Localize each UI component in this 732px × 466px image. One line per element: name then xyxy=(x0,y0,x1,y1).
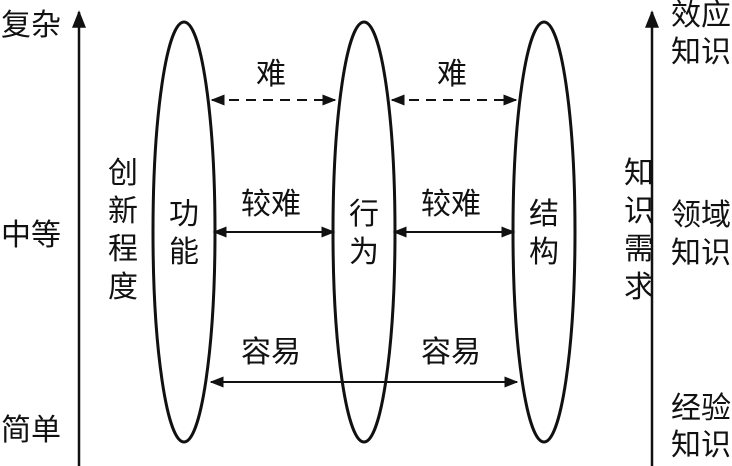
node-structure-label: 结构 xyxy=(529,197,559,270)
right-axis-title: 知识需求 xyxy=(624,156,654,305)
right-level-domain-2: 知识 xyxy=(671,236,731,271)
left-level-medium: 中等 xyxy=(1,218,61,253)
link-label-easy-2: 容易 xyxy=(421,335,481,370)
ellipse-behavior xyxy=(331,20,397,444)
link-label-harder-1: 较难 xyxy=(241,187,301,222)
link-label-hard-2: 难 xyxy=(437,57,467,92)
right-level-experience-2: 知识 xyxy=(671,428,731,463)
left-axis-title: 创新程度 xyxy=(108,156,138,305)
left-level-simple: 简单 xyxy=(1,413,61,448)
link-label-easy-1: 容易 xyxy=(241,335,301,370)
link-label-hard-1: 难 xyxy=(256,57,286,92)
node-behavior-label: 行为 xyxy=(349,197,379,270)
ellipse-function xyxy=(151,20,217,444)
node-function-label: 功能 xyxy=(169,197,199,270)
right-level-effect-1: 效应 xyxy=(671,0,731,33)
left-level-complex: 复杂 xyxy=(1,8,61,43)
right-level-effect-2: 知识 xyxy=(671,35,731,70)
link-label-harder-2: 较难 xyxy=(421,187,481,222)
right-level-experience-1: 经验 xyxy=(671,391,731,426)
ellipse-structure xyxy=(511,20,577,444)
right-level-domain-1: 领域 xyxy=(671,198,731,233)
